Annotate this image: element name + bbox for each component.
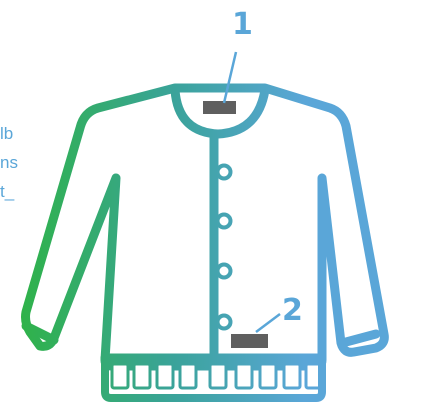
rib <box>134 364 150 388</box>
hem-ribbing <box>112 364 322 388</box>
button <box>218 215 231 228</box>
rib <box>284 364 300 388</box>
rib <box>112 364 128 388</box>
rib <box>210 364 226 388</box>
side-text-2: ns <box>0 153 18 172</box>
cardigan-outline <box>26 88 385 366</box>
rib <box>260 364 276 388</box>
callout-line-2 <box>256 314 280 332</box>
callout-line-1 <box>224 52 236 103</box>
buttons <box>218 166 231 329</box>
button <box>218 316 231 329</box>
callout-number-2: 2 <box>282 293 303 328</box>
side-text-3: t_ <box>0 182 15 201</box>
side-text-1: lb <box>0 124 13 143</box>
neck-label-tag <box>203 101 236 114</box>
callout-number-1: 1 <box>232 7 253 42</box>
hem-label-tag <box>231 334 268 348</box>
right-cuff <box>346 334 376 342</box>
button <box>218 166 231 179</box>
rib <box>180 364 196 388</box>
rib <box>157 364 173 388</box>
button <box>218 265 231 278</box>
rib <box>236 364 252 388</box>
